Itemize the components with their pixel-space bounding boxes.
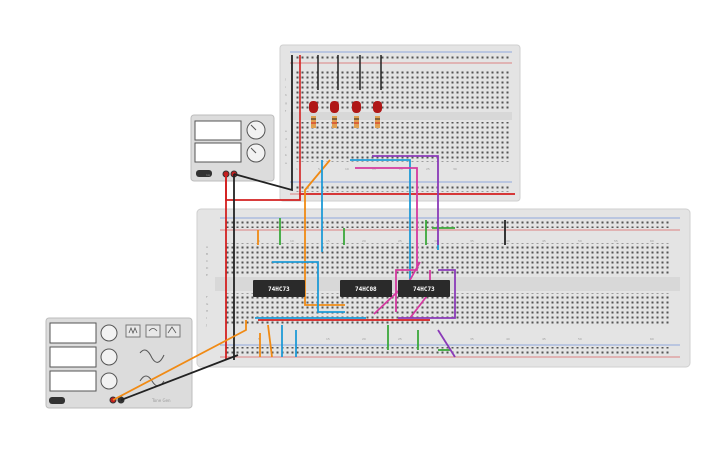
wire-black-fg[interactable] <box>120 354 239 401</box>
wire-orange-fg[interactable] <box>112 320 247 401</box>
ic-chip-74hc73-a[interactable]: 74HC73 <box>253 280 305 297</box>
top-row-letter-h: h <box>285 93 287 97</box>
top-col-number: 20 <box>399 167 403 171</box>
chip-label: 74HC08 <box>355 286 377 293</box>
wire-blue[interactable] <box>272 261 345 313</box>
wire-purple[interactable] <box>372 155 439 245</box>
wire-orange-long[interactable] <box>304 159 345 306</box>
top-col-number: 1 <box>296 167 298 171</box>
top-col-number: 15 <box>372 167 376 171</box>
main-col-number: 55 <box>614 239 618 243</box>
main-col-number: 25 <box>398 239 402 243</box>
top-row-letter-e: e <box>285 129 287 133</box>
main-col-number: 45 <box>542 337 546 341</box>
top-row-letter-j: j <box>284 77 286 81</box>
main-col-number: 20 <box>362 337 366 341</box>
top-row-letter-f: f <box>285 109 287 113</box>
function-generator[interactable]: Tone Gen <box>45 317 193 409</box>
top-breadboard: j i h g f e d c b a 1 5 10 15 20 25 30 <box>279 44 521 202</box>
wire-purple[interactable] <box>398 269 456 319</box>
main-row-letter: F <box>206 295 208 299</box>
main-col-number: 35 <box>470 239 474 243</box>
power-supply-label: 1A <box>206 173 211 177</box>
main-col-number: 60 <box>650 337 654 341</box>
main-col-number: 30 <box>434 239 438 243</box>
wire-blue[interactable] <box>350 159 411 280</box>
top-col-number: 10 <box>345 167 349 171</box>
power-supply[interactable]: 1A <box>190 114 275 182</box>
main-col-number: 35 <box>470 337 474 341</box>
top-row-letter-i: i <box>285 85 286 89</box>
main-col-number: 5 <box>258 337 260 341</box>
top-row-letter-g: g <box>285 101 287 105</box>
main-col-number: 25 <box>398 337 402 341</box>
top-row-letter-b: b <box>285 153 287 157</box>
wire-magenta[interactable] <box>355 167 418 312</box>
function-generator-label: Tone Gen <box>151 398 171 403</box>
main-col-number: 40 <box>506 337 510 341</box>
led[interactable] <box>330 55 339 128</box>
led[interactable] <box>373 55 382 128</box>
wire-purple[interactable] <box>437 329 456 358</box>
main-col-number: 45 <box>542 239 546 243</box>
top-row-letter-a: a <box>285 161 287 165</box>
led[interactable] <box>352 55 361 128</box>
main-row-letter: B <box>206 252 208 256</box>
main-col-number: 15 <box>326 239 330 243</box>
ic-chip-74hc08[interactable]: 74HC08 <box>340 280 392 297</box>
top-col-number: 30 <box>453 167 457 171</box>
wire-orange-short[interactable] <box>267 324 273 358</box>
main-col-number: 40 <box>506 239 510 243</box>
main-col-number: 50 <box>578 337 582 341</box>
main-col-number: 5 <box>258 239 260 243</box>
main-row-letter: D <box>206 266 209 270</box>
main-row-letter: G <box>206 302 209 306</box>
main-row-letter: C <box>206 259 208 263</box>
led-row <box>309 55 382 128</box>
main-col-number: 50 <box>578 239 582 243</box>
wires <box>112 55 515 401</box>
chip-label: 74HC73 <box>413 286 435 293</box>
main-col-number: 60 <box>650 239 654 243</box>
top-row-letter-d: d <box>285 137 287 141</box>
led[interactable] <box>309 55 319 128</box>
wire-black-power[interactable] <box>233 55 293 192</box>
main-row-letter: E <box>206 273 208 277</box>
top-row-letter-c: c <box>285 145 287 149</box>
chip-label: 74HC73 <box>268 286 290 293</box>
main-col-number: 15 <box>326 337 330 341</box>
ic-chip-74hc73-b[interactable]: 74HC73 <box>398 280 450 297</box>
main-col-number: 10 <box>290 239 294 243</box>
main-row-letter: J <box>205 323 207 327</box>
main-row-letter: H <box>206 309 208 313</box>
main-row-letter: A <box>206 245 209 249</box>
main-row-letter: I <box>206 316 207 320</box>
main-col-number: 20 <box>362 239 366 243</box>
top-col-number: 25 <box>426 167 430 171</box>
top-col-number: 5 <box>318 167 320 171</box>
